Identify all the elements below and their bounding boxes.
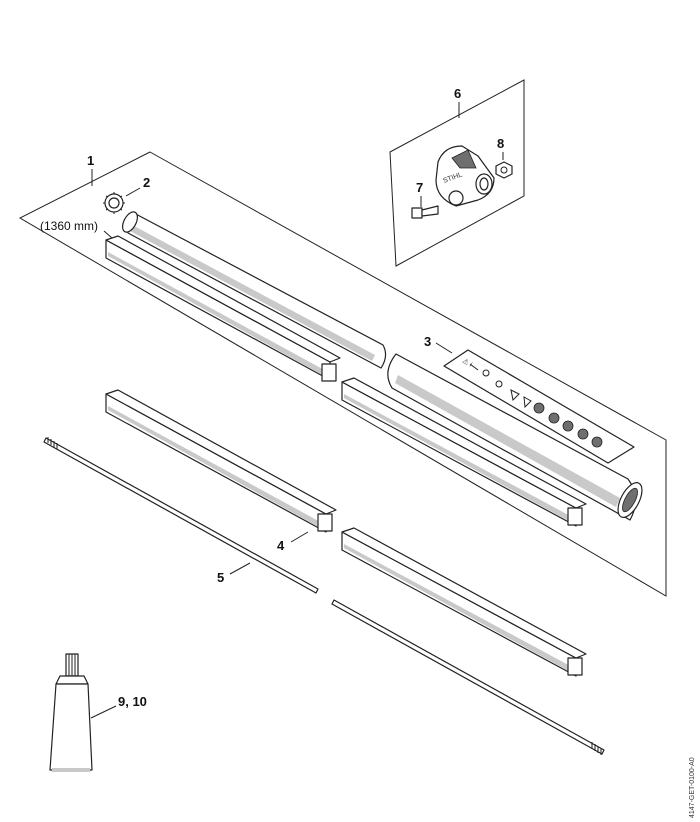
callout-liner: 4 [277,531,309,553]
nut [495,161,513,179]
warning-label-sticker: ⚠ i [443,349,635,464]
callout-star-washer: 2 [125,175,150,197]
drawing-code: 4147-GET-0100-A0 [689,757,696,818]
clamp-group-outline [389,79,525,267]
grease-tube [49,653,93,772]
callout-drive-shaft: 5 [217,562,251,585]
drive-shaft [43,437,605,755]
liner-segment-4 [341,527,587,677]
liner-segment-2 [341,377,587,527]
callout-7-label: 7 [416,180,423,195]
liner-segment-3 [105,389,337,533]
callout-6-label: 6 [454,86,461,101]
callout-5-label: 5 [217,570,224,585]
callout-label: 3 [424,334,453,354]
callout-screw: 7 [416,180,423,207]
callout-4-label: 4 [277,538,285,553]
shaft-group-outline [18,151,667,597]
liner-segment-1 [105,235,341,382]
clamp: STIHL [435,145,495,207]
callout-1-label: 1 [87,153,94,168]
callout-grease: 9, 10 [90,694,147,719]
callout-shaft: 1 [87,153,94,186]
star-washer [103,192,125,214]
shaft-tube-upper [122,211,387,369]
shaft-tube-lower [387,353,643,521]
callout-9-10-label: 9, 10 [118,694,147,709]
callout-8-label: 8 [497,136,504,151]
callout-clamp: 6 [454,86,461,118]
callout-nut: 8 [497,136,504,160]
callout-2-label: 2 [143,175,150,190]
screw [411,205,439,219]
callout-3-label: 3 [424,334,431,349]
dimension-label: (1360 mm) [40,219,98,233]
